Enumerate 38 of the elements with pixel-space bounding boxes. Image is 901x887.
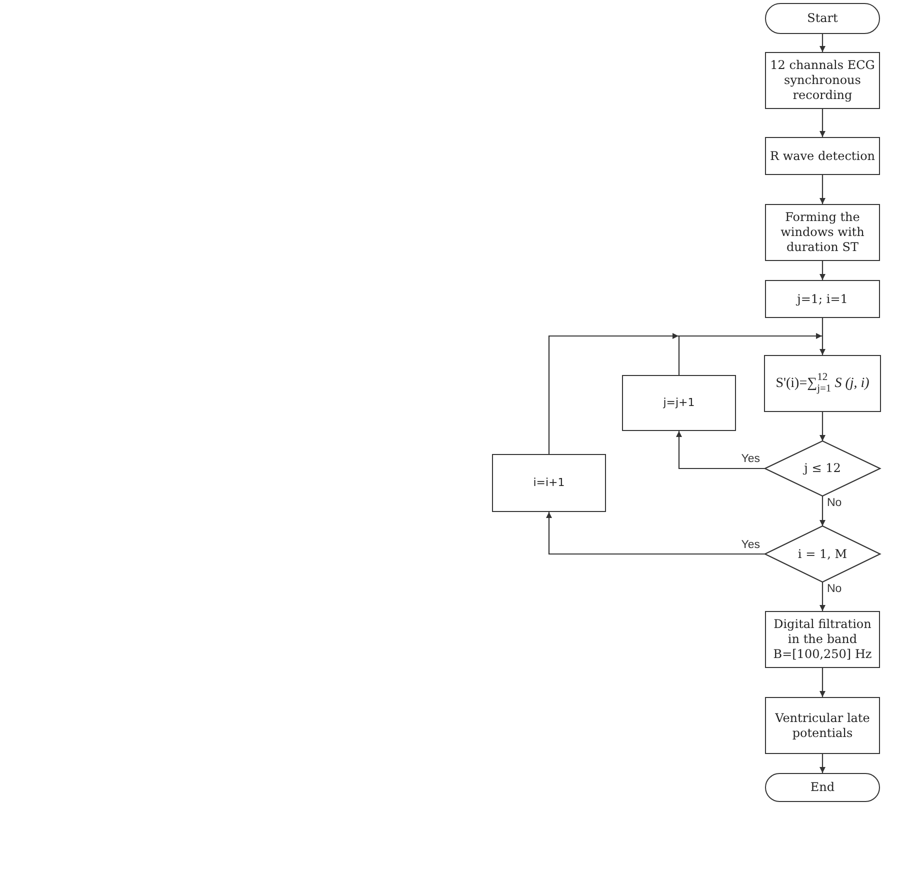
box-label: 12 channals ECG synchronous recording: [769, 58, 876, 103]
condition-label: i = 1, M: [798, 546, 848, 562]
flow-arrow: [820, 261, 826, 280]
box-label: Ventricular late potentials: [774, 710, 871, 740]
flow-arrow: [678, 333, 822, 375]
box-label: j=1; i=1: [797, 292, 848, 306]
flow-arrow: [820, 109, 826, 137]
flow-arrow: [820, 668, 826, 697]
process-box: [765, 697, 880, 754]
process-box: [622, 375, 736, 431]
box-label: Forming the windows with duration ST: [780, 210, 866, 255]
box-label: i=i+1: [533, 476, 565, 490]
process-box: [765, 611, 880, 668]
flow-arrow: [548, 333, 678, 454]
box-label: j=j+1: [663, 396, 695, 410]
flow-arrow: [820, 175, 826, 204]
terminal-label: End: [810, 780, 835, 795]
terminal-label: Start: [807, 11, 838, 26]
formula-text: S'(i)=∑$^{12}$$_{j=1}$ S (j, i): [776, 372, 870, 396]
process-box: [765, 137, 880, 175]
flow-arrow: [820, 496, 826, 526]
process-box: [765, 52, 880, 109]
flow-arrow: [820, 412, 826, 441]
flow-arrow: [820, 318, 826, 355]
box-label: Digital filtration in the band B=[100,250] Hz: [772, 617, 873, 662]
flow-arrow: [820, 34, 826, 52]
decision-diamond: [765, 526, 880, 582]
flow-arrow: [676, 431, 765, 470]
process-box: [765, 204, 880, 261]
process-box: [764, 355, 881, 412]
decision-diamond: [765, 441, 880, 496]
flow-arrow: [820, 582, 826, 611]
box-label: R wave detection: [770, 148, 876, 164]
process-box: [492, 454, 606, 512]
flow-arrow: [820, 754, 826, 773]
condition-label: j ≤ 12: [804, 461, 841, 476]
flow-arrow: [546, 512, 765, 555]
process-box: [765, 280, 880, 318]
